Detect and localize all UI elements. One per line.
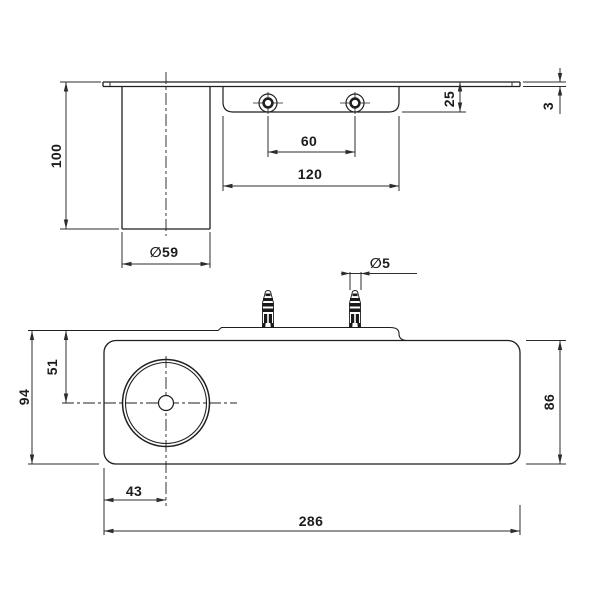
screw-hole-left (253, 92, 283, 114)
dim-bracket-height-25 (402, 82, 466, 113)
dim-cup-from-left-43 (103, 468, 166, 535)
wall-anchor-left (261, 290, 275, 328)
mounting-bracket (222, 86, 400, 113)
dim-overall-width-286 (104, 505, 521, 535)
dim-anchor-diameter-5 (341, 271, 417, 290)
dim-label-screw-spacing: 60 (300, 133, 318, 149)
dim-label-cup-from-left: 43 (125, 483, 143, 499)
front-view (60, 68, 566, 268)
wall-anchor-right (348, 290, 362, 328)
dim-label-shelf-depth: 86 (541, 393, 557, 411)
dim-bracket-width-120 (222, 116, 400, 191)
dim-label-overall-height: 100 (48, 143, 64, 169)
cup-centerlines (62, 356, 237, 506)
cup-recess-circle (121, 358, 211, 448)
dim-shelf-thickness-3 (523, 68, 566, 114)
dim-label-shelf-thickness: 3 (540, 101, 556, 111)
dim-label-anchor-diameter: ∅5 (369, 255, 391, 271)
dim-shelf-depth-86 (526, 340, 566, 465)
dim-label-overall-depth: 94 (16, 388, 32, 406)
dim-label-cup-diameter: ∅59 (149, 244, 179, 260)
dim-cup-from-wall-51 (63, 330, 69, 403)
shelf-plate-profile (102, 81, 521, 88)
dim-label-cup-from-wall: 51 (44, 358, 60, 376)
dim-label-bracket-height: 25 (441, 90, 457, 108)
dim-screw-spacing-60 (267, 116, 356, 157)
dim-cup-diameter-59 (121, 232, 211, 268)
dim-overall-depth-94 (28, 330, 99, 465)
plan-view (28, 271, 566, 535)
back-edge-and-bracket (28, 326, 408, 342)
dim-label-overall-width: 286 (298, 513, 324, 529)
screw-hole-right (340, 92, 370, 114)
shelf-outline (103, 339, 521, 465)
dim-label-bracket-width: 120 (297, 166, 323, 182)
dim-overall-height-100 (60, 81, 119, 230)
